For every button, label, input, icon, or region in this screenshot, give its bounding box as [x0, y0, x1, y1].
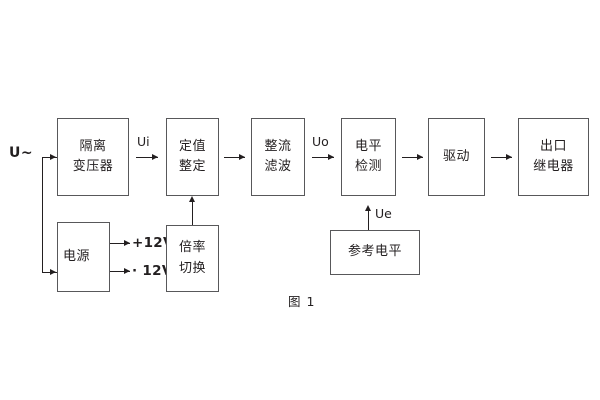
- arrow-plus-12v-icon: [124, 239, 130, 246]
- block-multiplier-switch[interactable]: 倍率 切换: [166, 225, 219, 292]
- branch-to-power-supply: [42, 272, 57, 273]
- block-rectify-filter-line1: 整流: [264, 138, 292, 154]
- block-rectify-filter-line2: 滤波: [264, 159, 292, 174]
- input-source-label: U~: [9, 145, 34, 161]
- block-reference-level[interactable]: 参考电平: [330, 230, 420, 275]
- arrow-to-power-supply-icon: [50, 268, 56, 275]
- block-setting-value-line1: 定值: [178, 138, 206, 154]
- block-rectify-filter[interactable]: 整流 滤波: [251, 118, 305, 196]
- power-output-plus-12v-label: +12V: [132, 235, 174, 251]
- block-level-detection[interactable]: 电平 检测: [341, 118, 396, 196]
- wire-isolation-to-setting: [136, 157, 158, 158]
- arrow-multiplier-to-setting-icon: [188, 196, 195, 202]
- block-level-detection-line1: 电平: [354, 138, 382, 154]
- block-output-relay-line1: 出口: [539, 138, 567, 154]
- input-bus-trunk: [42, 157, 43, 272]
- figure-caption: 图 1: [288, 294, 316, 309]
- arrow-drive-to-output-relay-icon: [506, 153, 512, 160]
- block-reference-level-line1: 参考电平: [347, 244, 402, 260]
- block-setting-value-line2: 整定: [178, 159, 206, 174]
- wire-rectify-to-level: [312, 157, 334, 158]
- block-power-supply-line1: 电源: [63, 248, 91, 264]
- arrow-minus-12v-icon: [124, 267, 130, 274]
- block-isolation-transformer[interactable]: 隔离 变压器: [57, 118, 129, 196]
- wire-drive-to-output-relay: [491, 157, 512, 158]
- branch-to-isolation-transformer: [42, 157, 57, 158]
- power-output-minus-12v-label: · 12V: [132, 263, 173, 279]
- wire-reference-to-level: [368, 209, 369, 230]
- arrow-level-to-drive-icon: [417, 153, 423, 160]
- block-drive-line1: 驱动: [442, 148, 470, 164]
- arrow-to-isolation-transformer-icon: [50, 153, 56, 160]
- block-multiplier-switch-line1: 倍率: [178, 240, 206, 256]
- block-output-relay-line2: 继电器: [533, 159, 574, 174]
- signal-label-uo: Uo: [312, 134, 329, 149]
- block-setting-value[interactable]: 定值 整定: [166, 118, 219, 196]
- arrow-rectify-to-level-icon: [328, 153, 334, 160]
- arrow-reference-to-level-icon: [364, 205, 371, 211]
- block-level-detection-line2: 检测: [354, 159, 382, 174]
- wire-multiplier-to-setting: [192, 200, 193, 225]
- block-isolation-transformer-line2: 变压器: [72, 159, 114, 174]
- block-power-supply[interactable]: 电源: [57, 222, 110, 292]
- arrow-isolation-to-setting-icon: [152, 153, 158, 160]
- wire-setting-to-rectify: [224, 157, 245, 158]
- block-isolation-transformer-line1: 隔离: [79, 138, 107, 154]
- arrow-setting-to-rectify-icon: [239, 153, 245, 160]
- block-multiplier-switch-line2: 切换: [178, 260, 206, 276]
- wire-level-to-drive: [402, 157, 423, 158]
- wire-plus-12v: [110, 243, 130, 244]
- block-drive[interactable]: 驱动: [428, 118, 485, 196]
- signal-label-ue: Ue: [375, 206, 392, 221]
- wire-minus-12v: [110, 271, 130, 272]
- signal-label-ui: Ui: [137, 134, 150, 149]
- block-output-relay[interactable]: 出口 继电器: [518, 118, 589, 196]
